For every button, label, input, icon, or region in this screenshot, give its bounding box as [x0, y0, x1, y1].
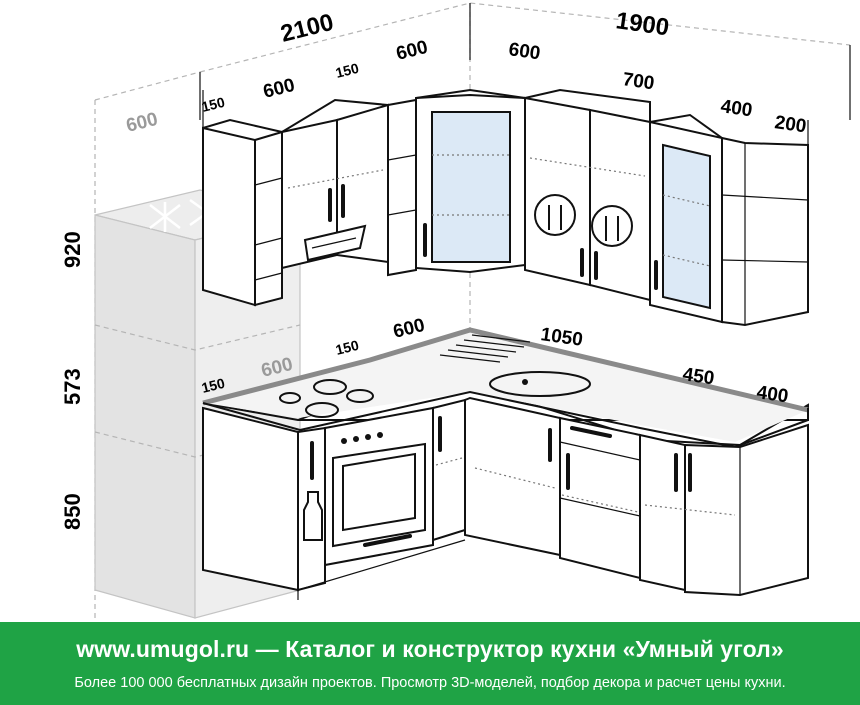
left-upper-cabinets [202, 98, 417, 307]
dim-height-gap: 573 [60, 368, 85, 405]
dim-right-upper-200: 200 [773, 112, 807, 137]
dimension-labels: 2100 1900 600 150 600 150 600 600 700 40… [60, 7, 808, 530]
right-upper-cabinets [524, 88, 809, 327]
plate-icon [534, 194, 576, 236]
dim-right-upper-700: 700 [621, 69, 655, 94]
handle [363, 534, 412, 547]
dim-right-upper-400: 400 [719, 96, 753, 121]
sink [439, 334, 591, 397]
dim-left-wall: 2100 [278, 9, 336, 48]
dim-base-600-b: 600 [391, 315, 427, 343]
dim-base-450: 450 [681, 364, 715, 389]
dim-base-150-a: 150 [200, 375, 227, 396]
cooktop [279, 379, 374, 418]
kitchen-drawing: 2100 1900 600 150 600 150 600 600 700 40… [60, 2, 851, 620]
dim-fridge-depth: 600 [124, 109, 160, 137]
handle [570, 426, 612, 438]
dim-base-150-b: 150 [334, 337, 361, 358]
dim-right-upper-600: 600 [507, 39, 541, 64]
dim-left-upper-600-b: 600 [394, 37, 430, 65]
dim-base-400: 400 [755, 382, 789, 407]
oven [324, 406, 434, 567]
base-cabinets-left [202, 398, 466, 600]
dim-left-upper-150: 150 [334, 60, 361, 81]
dimension-lines [199, 3, 851, 145]
base-cabinets-right [464, 396, 809, 597]
cooker-hood [303, 224, 367, 262]
dim-left-upper-600: 600 [261, 75, 297, 103]
dim-height-upper: 920 [60, 231, 85, 268]
dim-left-upper-150-b: 150 [200, 94, 227, 115]
banner-title[interactable]: www.umugol.ru — Каталог и конструктор ку… [76, 636, 784, 662]
plate-icon [591, 205, 633, 247]
promo-banner: www.umugol.ru — Каталог и конструктор ку… [0, 622, 860, 705]
dim-right-wall: 1900 [614, 7, 671, 41]
dim-height-base: 850 [60, 493, 85, 530]
banner-subtitle: Более 100 000 бесплатных дизайн проектов… [74, 675, 786, 691]
bottle-icon [303, 491, 323, 541]
corner-glass-cabinet [415, 88, 526, 274]
